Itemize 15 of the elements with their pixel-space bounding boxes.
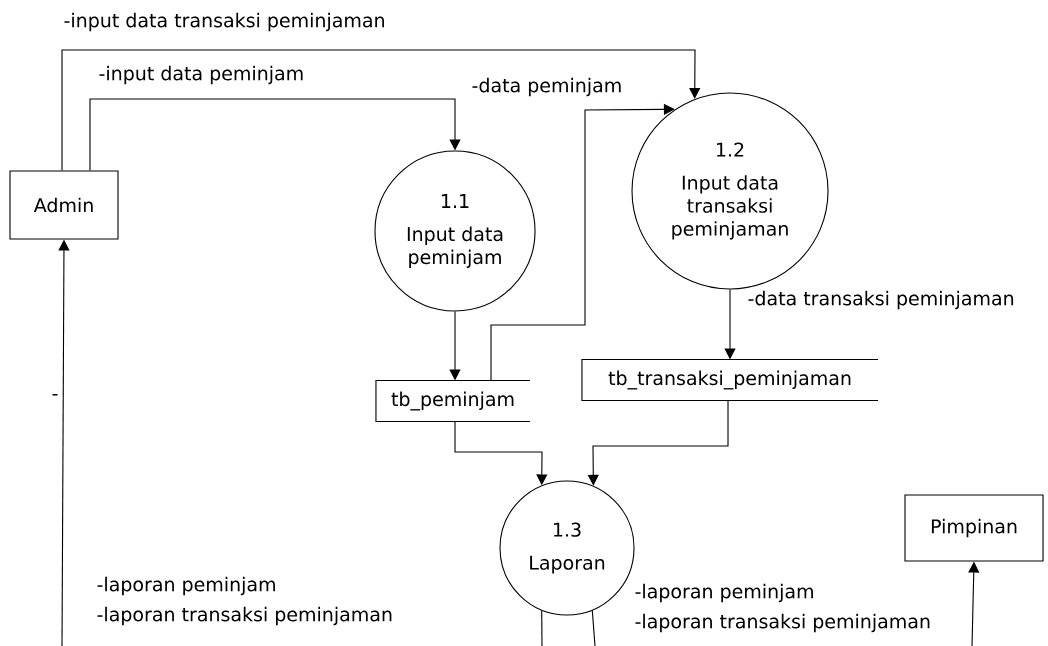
edge-label: -input data transaksi peminjaman xyxy=(64,12,384,32)
data-store: tb_peminjam xyxy=(375,379,531,423)
arrow xyxy=(89,98,461,171)
entity-box: Pimpinan xyxy=(904,494,1044,562)
flow-label: -laporan peminjam xyxy=(97,576,275,596)
arrow xyxy=(490,103,675,381)
edge-label: -data transaksi peminjaman xyxy=(748,290,1014,310)
data-store: tb_transaksi_peminjaman xyxy=(581,358,879,402)
flow-label: - xyxy=(52,394,58,396)
arrow xyxy=(61,49,701,171)
edge-label: -input data peminjam xyxy=(99,65,303,85)
flow-label: -laporan transaksi peminjaman xyxy=(97,606,392,626)
entity-box: Admin xyxy=(9,170,119,240)
flow-label: -laporan transaksi peminjaman xyxy=(635,613,930,633)
edge-label: -data peminjam xyxy=(472,77,621,97)
